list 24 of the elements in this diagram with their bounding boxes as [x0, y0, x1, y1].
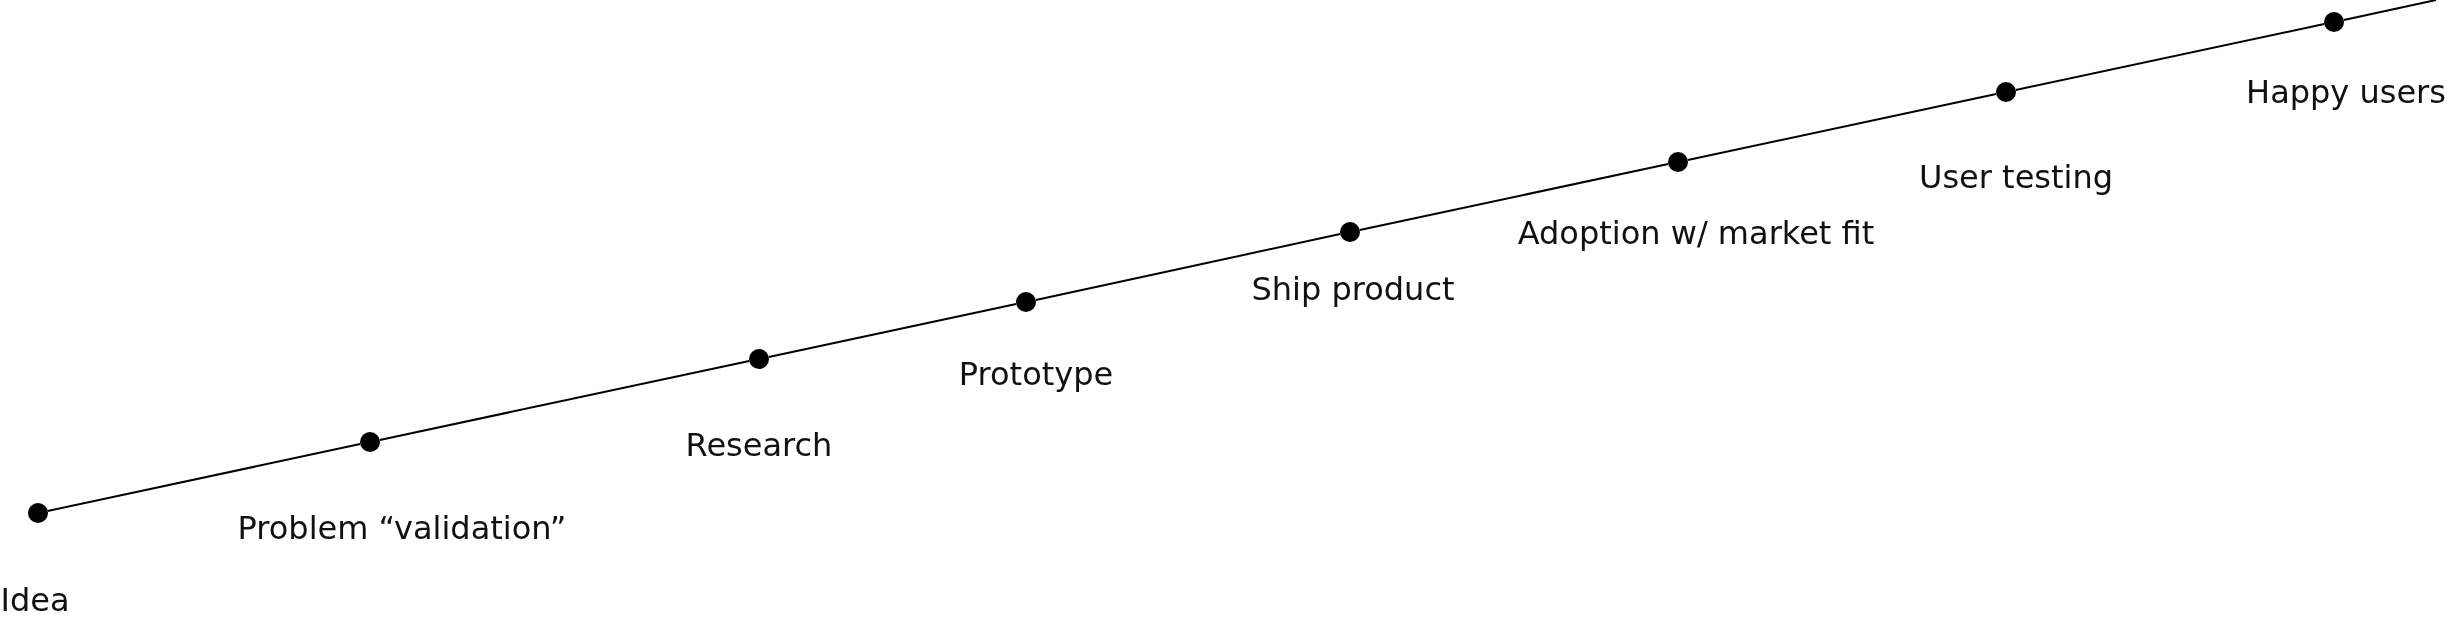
milestone-dot [749, 349, 769, 369]
milestone-label: Ship product [1251, 270, 1455, 309]
milestone-label: User testing [1919, 158, 2113, 197]
milestone-label: Adoption w/ market fit [1517, 214, 1875, 253]
milestone-dot [1340, 222, 1360, 242]
milestone-dot [360, 432, 380, 452]
timeline-line [46, 443, 362, 512]
milestone-label: Problem “validation” [237, 509, 567, 548]
milestone-dot [1668, 152, 1688, 172]
milestone-dot [28, 503, 48, 523]
timeline-line [1358, 163, 1670, 231]
milestone-label: Happy users [2246, 73, 2446, 112]
timeline-line [2342, 0, 2437, 21]
milestone-label: Idea [0, 581, 70, 620]
timeline-line [1686, 93, 1998, 161]
milestone-label: Prototype [958, 355, 1114, 394]
timeline-line [767, 303, 1018, 358]
timeline-line [378, 360, 751, 441]
milestone-label: Research [685, 426, 833, 465]
timeline-line [2014, 23, 2326, 91]
milestone-dot [1996, 82, 2016, 102]
milestone-dot [1016, 292, 1036, 312]
timeline-line [1034, 233, 1342, 301]
milestone-dot [2324, 12, 2344, 32]
